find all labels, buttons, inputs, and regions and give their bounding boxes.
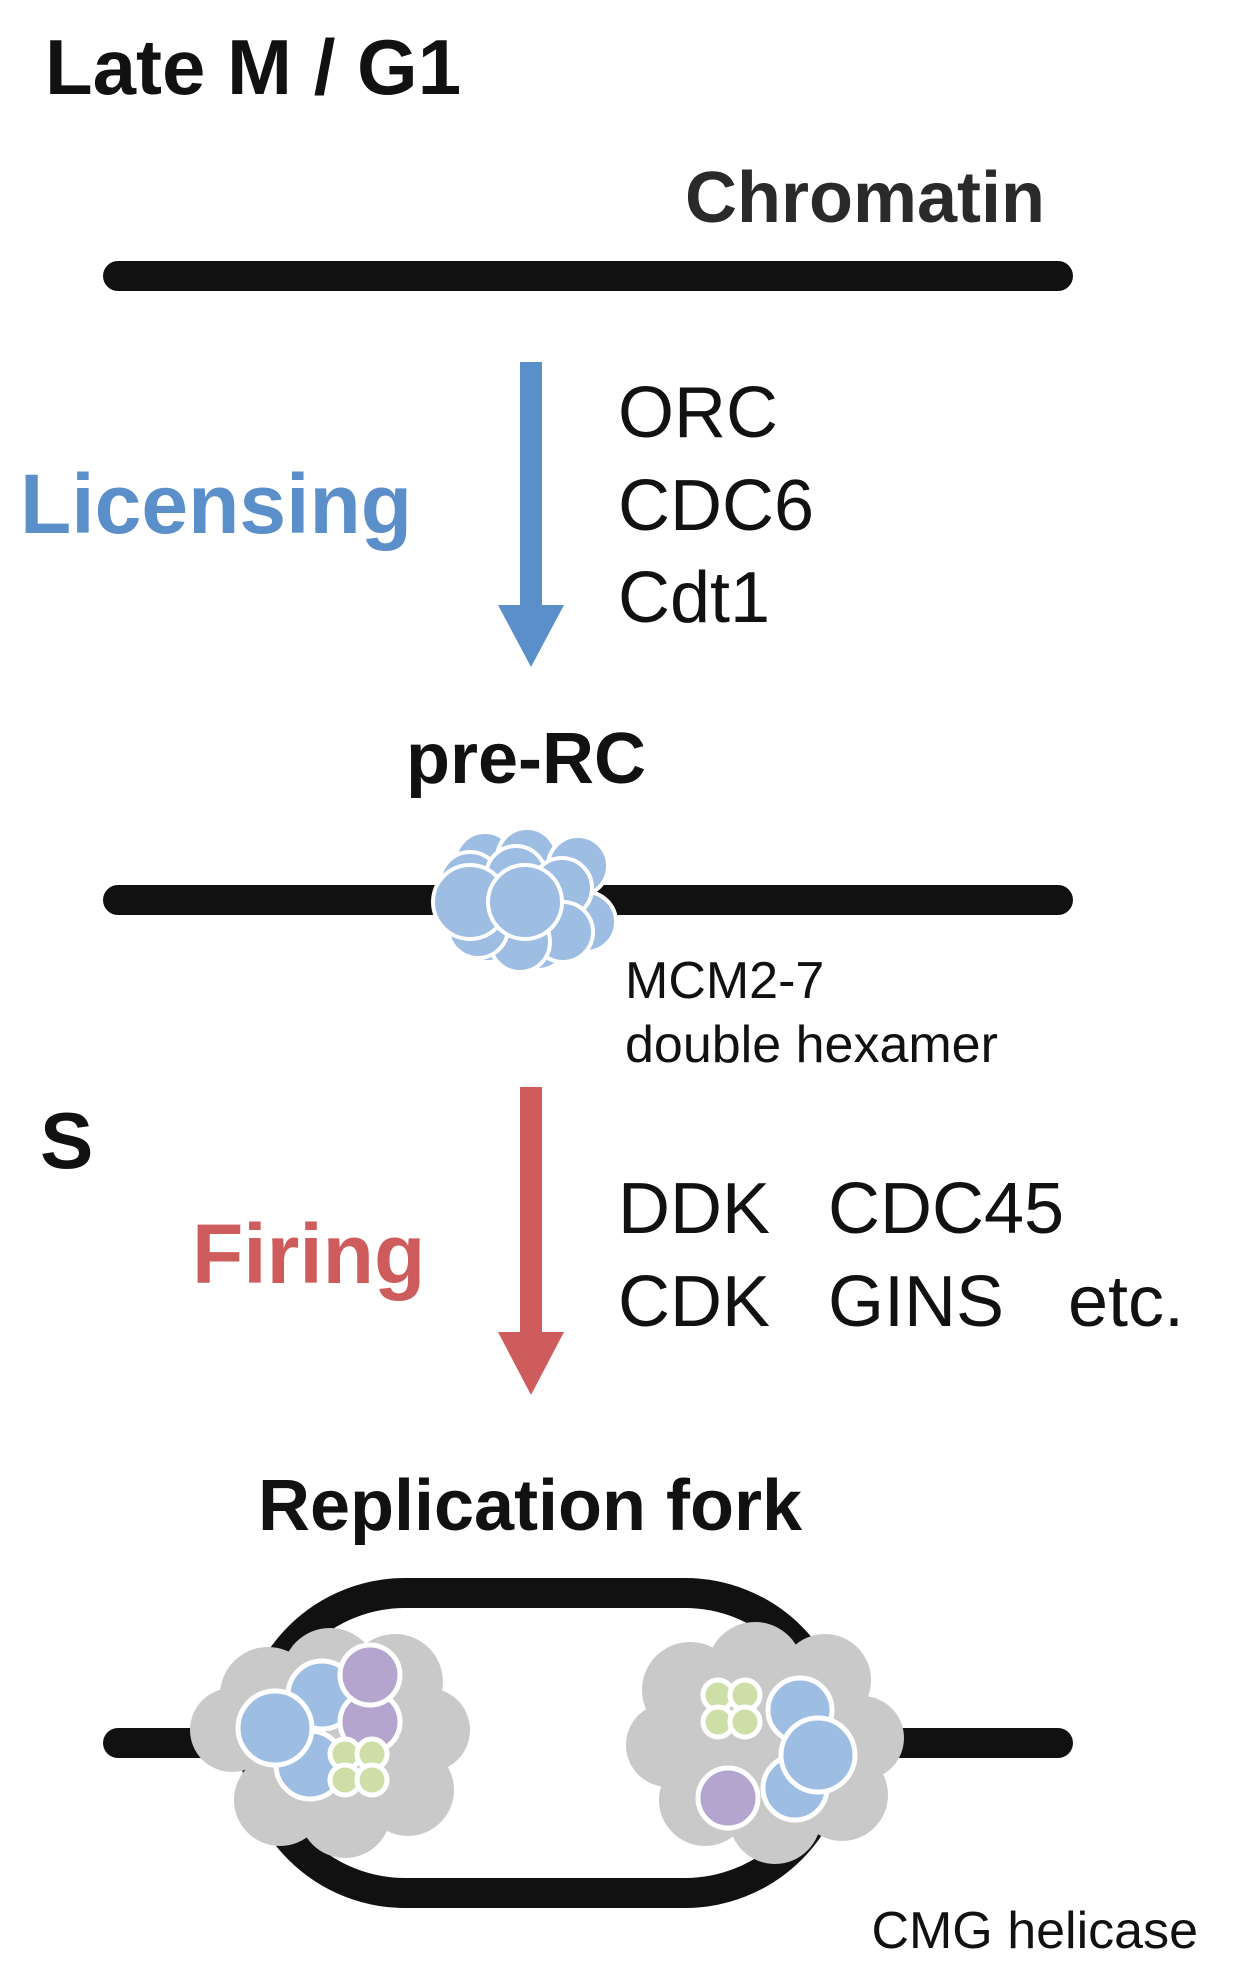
replication-fork-label: Replication fork — [258, 1466, 803, 1546]
mcm-double-hexamer — [431, 826, 618, 974]
cmg-helicase-right — [626, 1622, 904, 1864]
pre-rc-label: pre-RC — [406, 719, 646, 799]
licensing-factor-cdt1: Cdt1 — [618, 558, 770, 638]
phase-g1-label: Late M / G1 — [45, 23, 461, 111]
firing-label: Firing — [192, 1207, 425, 1301]
chromatin-label: Chromatin — [685, 158, 1045, 238]
cmg-helicase-left — [190, 1628, 470, 1858]
firing-factor-gins: GINS — [828, 1262, 1004, 1342]
mcm-label-line1: MCM2-7 — [625, 952, 824, 1010]
licensing-factor-cdc6: CDC6 — [618, 466, 814, 546]
mcm-label-line2: double hexamer — [625, 1016, 998, 1074]
licensing-factor-orc: ORC — [618, 373, 778, 453]
firing-arrow — [498, 1087, 564, 1395]
licensing-label: Licensing — [20, 457, 412, 551]
firing-factor-cdc45: CDC45 — [828, 1169, 1064, 1249]
firing-factor-ddk: DDK — [618, 1169, 770, 1249]
licensing-arrow — [498, 362, 564, 667]
firing-factor-cdk: CDK — [618, 1262, 770, 1342]
firing-factor-etc: etc. — [1068, 1262, 1184, 1342]
cmg-helicase-label: CMG helicase — [871, 1902, 1198, 1960]
phase-s-label: S — [40, 1096, 93, 1185]
